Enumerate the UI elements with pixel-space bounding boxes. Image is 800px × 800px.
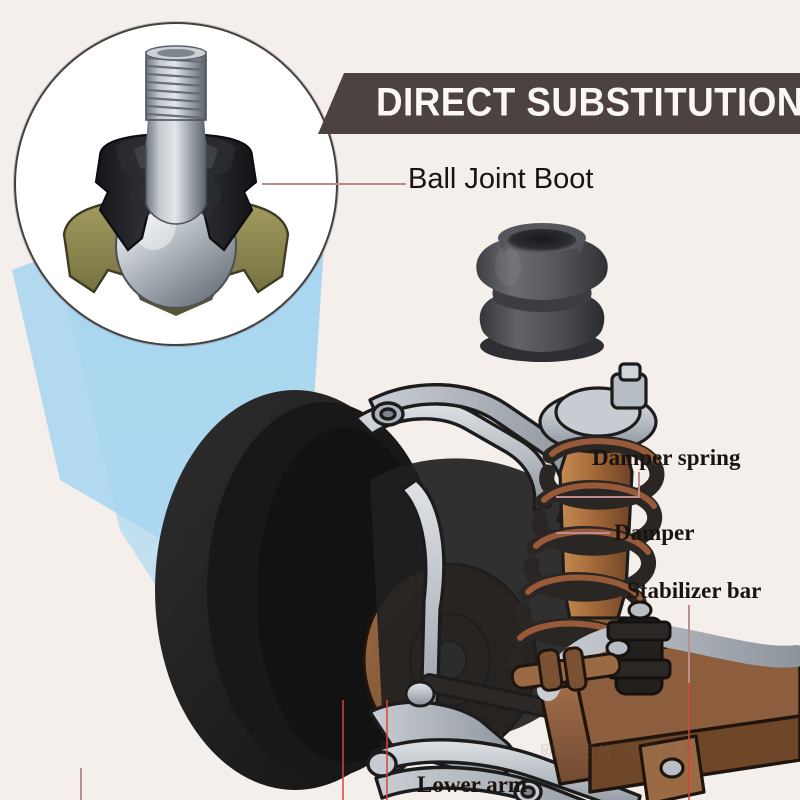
threaded-stud	[145, 45, 207, 121]
leader-line-bottom-left	[80, 768, 82, 800]
leader-line-damper-spring-horizontal	[556, 496, 640, 498]
label-stabilizer-bar: Stabilizer bar	[627, 578, 762, 603]
ball-joint-stud	[145, 116, 207, 225]
ball-joint-boot-product	[476, 223, 608, 362]
banner-title: DIRECT SUBSTITUTION	[376, 80, 800, 125]
leader-line-stabilizer-red	[688, 640, 690, 800]
label-ball-joint-boot: Ball Joint Boot	[408, 163, 594, 195]
stabilizer-bushing	[605, 600, 672, 696]
magnified-ball-joint-view	[14, 22, 338, 346]
lower-arm	[366, 738, 642, 800]
label-damper: Damper	[614, 520, 695, 545]
front-suspension-illustration	[155, 362, 800, 800]
leader-line-damper	[556, 532, 610, 534]
watermark-text: 网络图片 仅供参考	[540, 743, 699, 762]
leader-line-damper-spring-vertical	[638, 472, 640, 498]
label-damper-spring: Damper spring	[592, 445, 741, 470]
title-banner: DIRECT SUBSTITUTION	[318, 73, 800, 134]
leader-line-lower-arm-b	[386, 700, 388, 800]
leader-line-stabilizer-bar	[688, 605, 690, 683]
label-lower-arm: Lower arm	[417, 772, 528, 797]
leader-line-lower-arm-a	[342, 700, 344, 800]
stabilizer-link	[510, 646, 622, 692]
leader-line-ball-joint-boot	[262, 183, 406, 185]
